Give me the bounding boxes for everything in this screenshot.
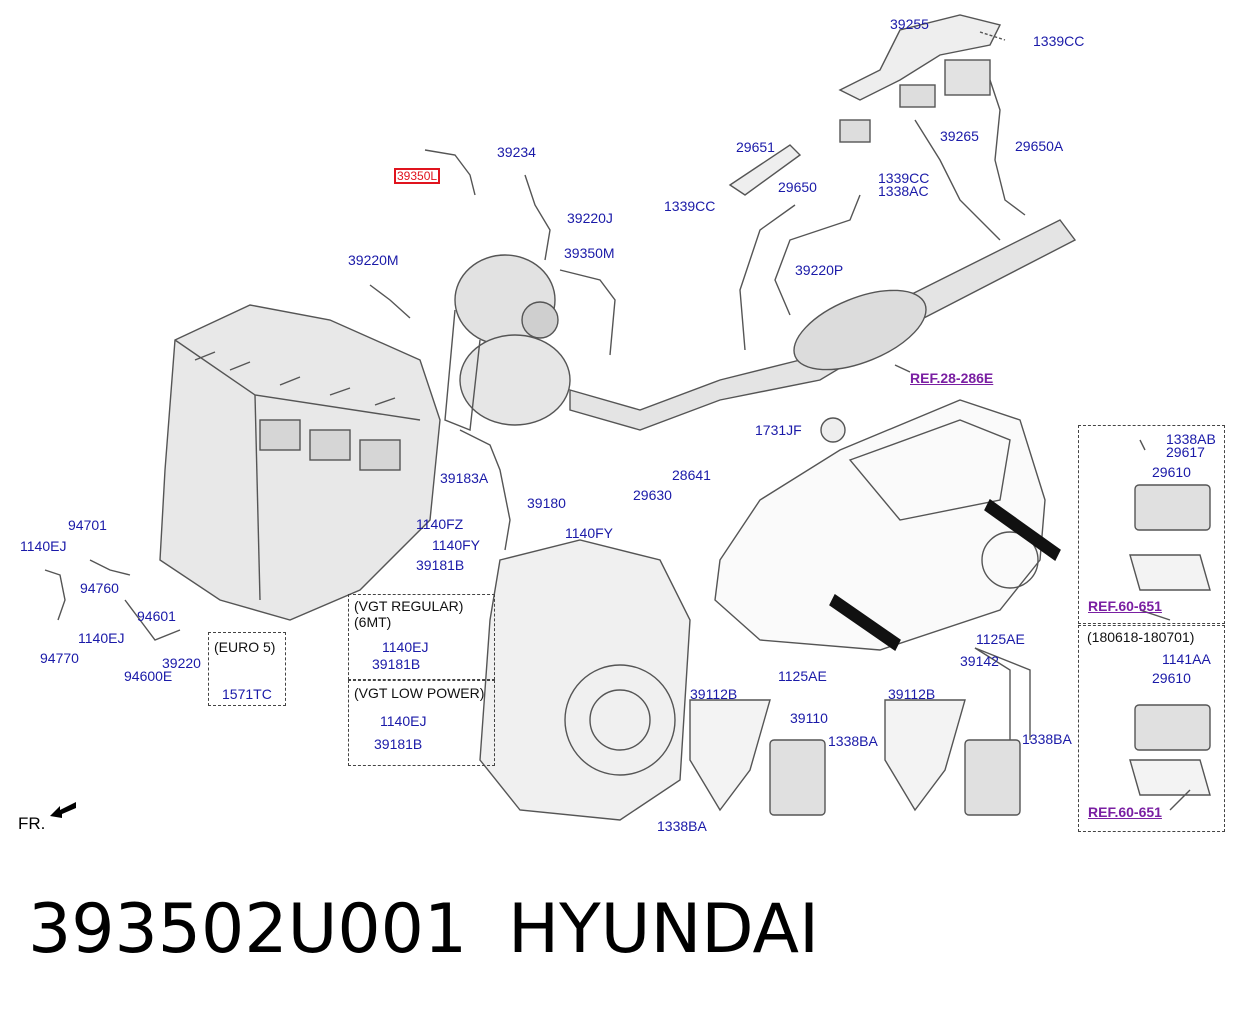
- label-29610-a: 29610: [1152, 464, 1191, 480]
- engine-block: [159, 304, 441, 621]
- turbo-dpf-assembly: [444, 254, 571, 431]
- label-29617: 29617: [1166, 444, 1205, 460]
- label-39220m: 39220M: [348, 252, 399, 268]
- label-29610-b: 29610: [1152, 670, 1191, 686]
- label-29630: 29630: [633, 487, 672, 503]
- label-1125ae-a: 1125AE: [778, 668, 827, 684]
- label-39220: 39220: [162, 655, 201, 671]
- label-28641: 28641: [672, 467, 711, 483]
- label-39220j: 39220J: [567, 210, 613, 226]
- label-39350l-highlighted[interactable]: 39350L: [394, 168, 441, 184]
- front-direction-label: FR.: [18, 814, 46, 833]
- label-1140ej-d: 1140EJ: [380, 713, 427, 729]
- label-94601: 94601: [137, 608, 176, 624]
- ref-60-651-link-a[interactable]: REF.60-651: [1088, 598, 1162, 614]
- part-number: 393502U001: [28, 890, 468, 969]
- label-1339cc-a: 1339CC: [1033, 33, 1085, 49]
- label-29651: 29651: [736, 139, 775, 155]
- label-29650: 29650: [778, 179, 817, 195]
- label-1140fy-b: 1140FY: [432, 537, 480, 553]
- euro5-box: [208, 632, 286, 706]
- label-1338ba-b: 1338BA: [657, 818, 707, 834]
- brand-name: HYUNDAI: [508, 890, 820, 969]
- label-39181b-a: 39181B: [416, 557, 465, 573]
- label-1339cc-b: 1339CC: [664, 198, 716, 214]
- label-39255: 39255: [890, 16, 929, 32]
- label-1140ej-c: 1140EJ: [382, 639, 429, 655]
- vehicle-outline: [714, 399, 1046, 651]
- label-date-range: (180618-180701): [1087, 629, 1195, 645]
- transmission: [479, 539, 691, 821]
- label-39181b-b: 39181B: [372, 656, 421, 672]
- label-1338ac: 1338AC: [878, 183, 929, 199]
- label-vgt-regular: (VGT REGULAR): [354, 598, 464, 614]
- label-39234: 39234: [497, 144, 536, 160]
- ecu-box-bottom: [1078, 625, 1225, 832]
- label-1338ba-a: 1338BA: [828, 733, 878, 749]
- label-39350m: 39350M: [564, 245, 615, 261]
- label-39181b-c: 39181B: [374, 736, 423, 752]
- label-1140ej-b: 1140EJ: [78, 630, 125, 646]
- label-94600e: 94600E: [124, 668, 173, 684]
- label-1141aa: 1141AA: [1162, 651, 1211, 667]
- label-39112b-b: 39112B: [888, 686, 936, 702]
- label-94701: 94701: [68, 517, 107, 533]
- label-vgt-low-power: (VGT LOW POWER): [354, 685, 485, 701]
- label-39220p: 39220P: [795, 262, 844, 278]
- exhaust-pipe: [569, 219, 1077, 431]
- label-1571tc: 1571TC: [222, 686, 272, 702]
- vgt-regular-box: [348, 594, 495, 680]
- label-39110: 39110: [790, 710, 828, 726]
- label-39142: 39142: [960, 653, 999, 669]
- front-arrow-icon: [50, 802, 76, 818]
- label-39183a: 39183A: [440, 470, 489, 486]
- label-39112b-a: 39112B: [690, 686, 738, 702]
- ref-28-286e-link[interactable]: REF.28-286E: [910, 370, 994, 386]
- label-6mt: (6MT): [354, 614, 392, 630]
- label-1338ba-c: 1338BA: [1022, 731, 1072, 747]
- label-94770: 94770: [40, 650, 79, 666]
- label-39265: 39265: [940, 128, 979, 144]
- label-39180: 39180: [527, 495, 566, 511]
- label-1339cc-c: 1339CC: [878, 170, 930, 186]
- label-1140fy-a: 1140FY: [565, 525, 613, 541]
- parts-diagram: [44, 14, 1211, 821]
- label-1338ab: 1338AB: [1166, 431, 1216, 447]
- label-euro5: (EURO 5): [214, 639, 276, 655]
- label-29650a: 29650A: [1015, 138, 1064, 154]
- ecu-box-top: [1078, 425, 1225, 624]
- label-1140fz: 1140FZ: [416, 516, 464, 532]
- label-1125ae-b: 1125AE: [976, 631, 1025, 647]
- vgt-low-power-box: [348, 680, 495, 766]
- label-1140ej-a: 1140EJ: [20, 538, 67, 554]
- label-94760: 94760: [80, 580, 119, 596]
- ref-60-651-link-b[interactable]: REF.60-651: [1088, 804, 1162, 820]
- label-1731jf: 1731JF: [755, 422, 802, 438]
